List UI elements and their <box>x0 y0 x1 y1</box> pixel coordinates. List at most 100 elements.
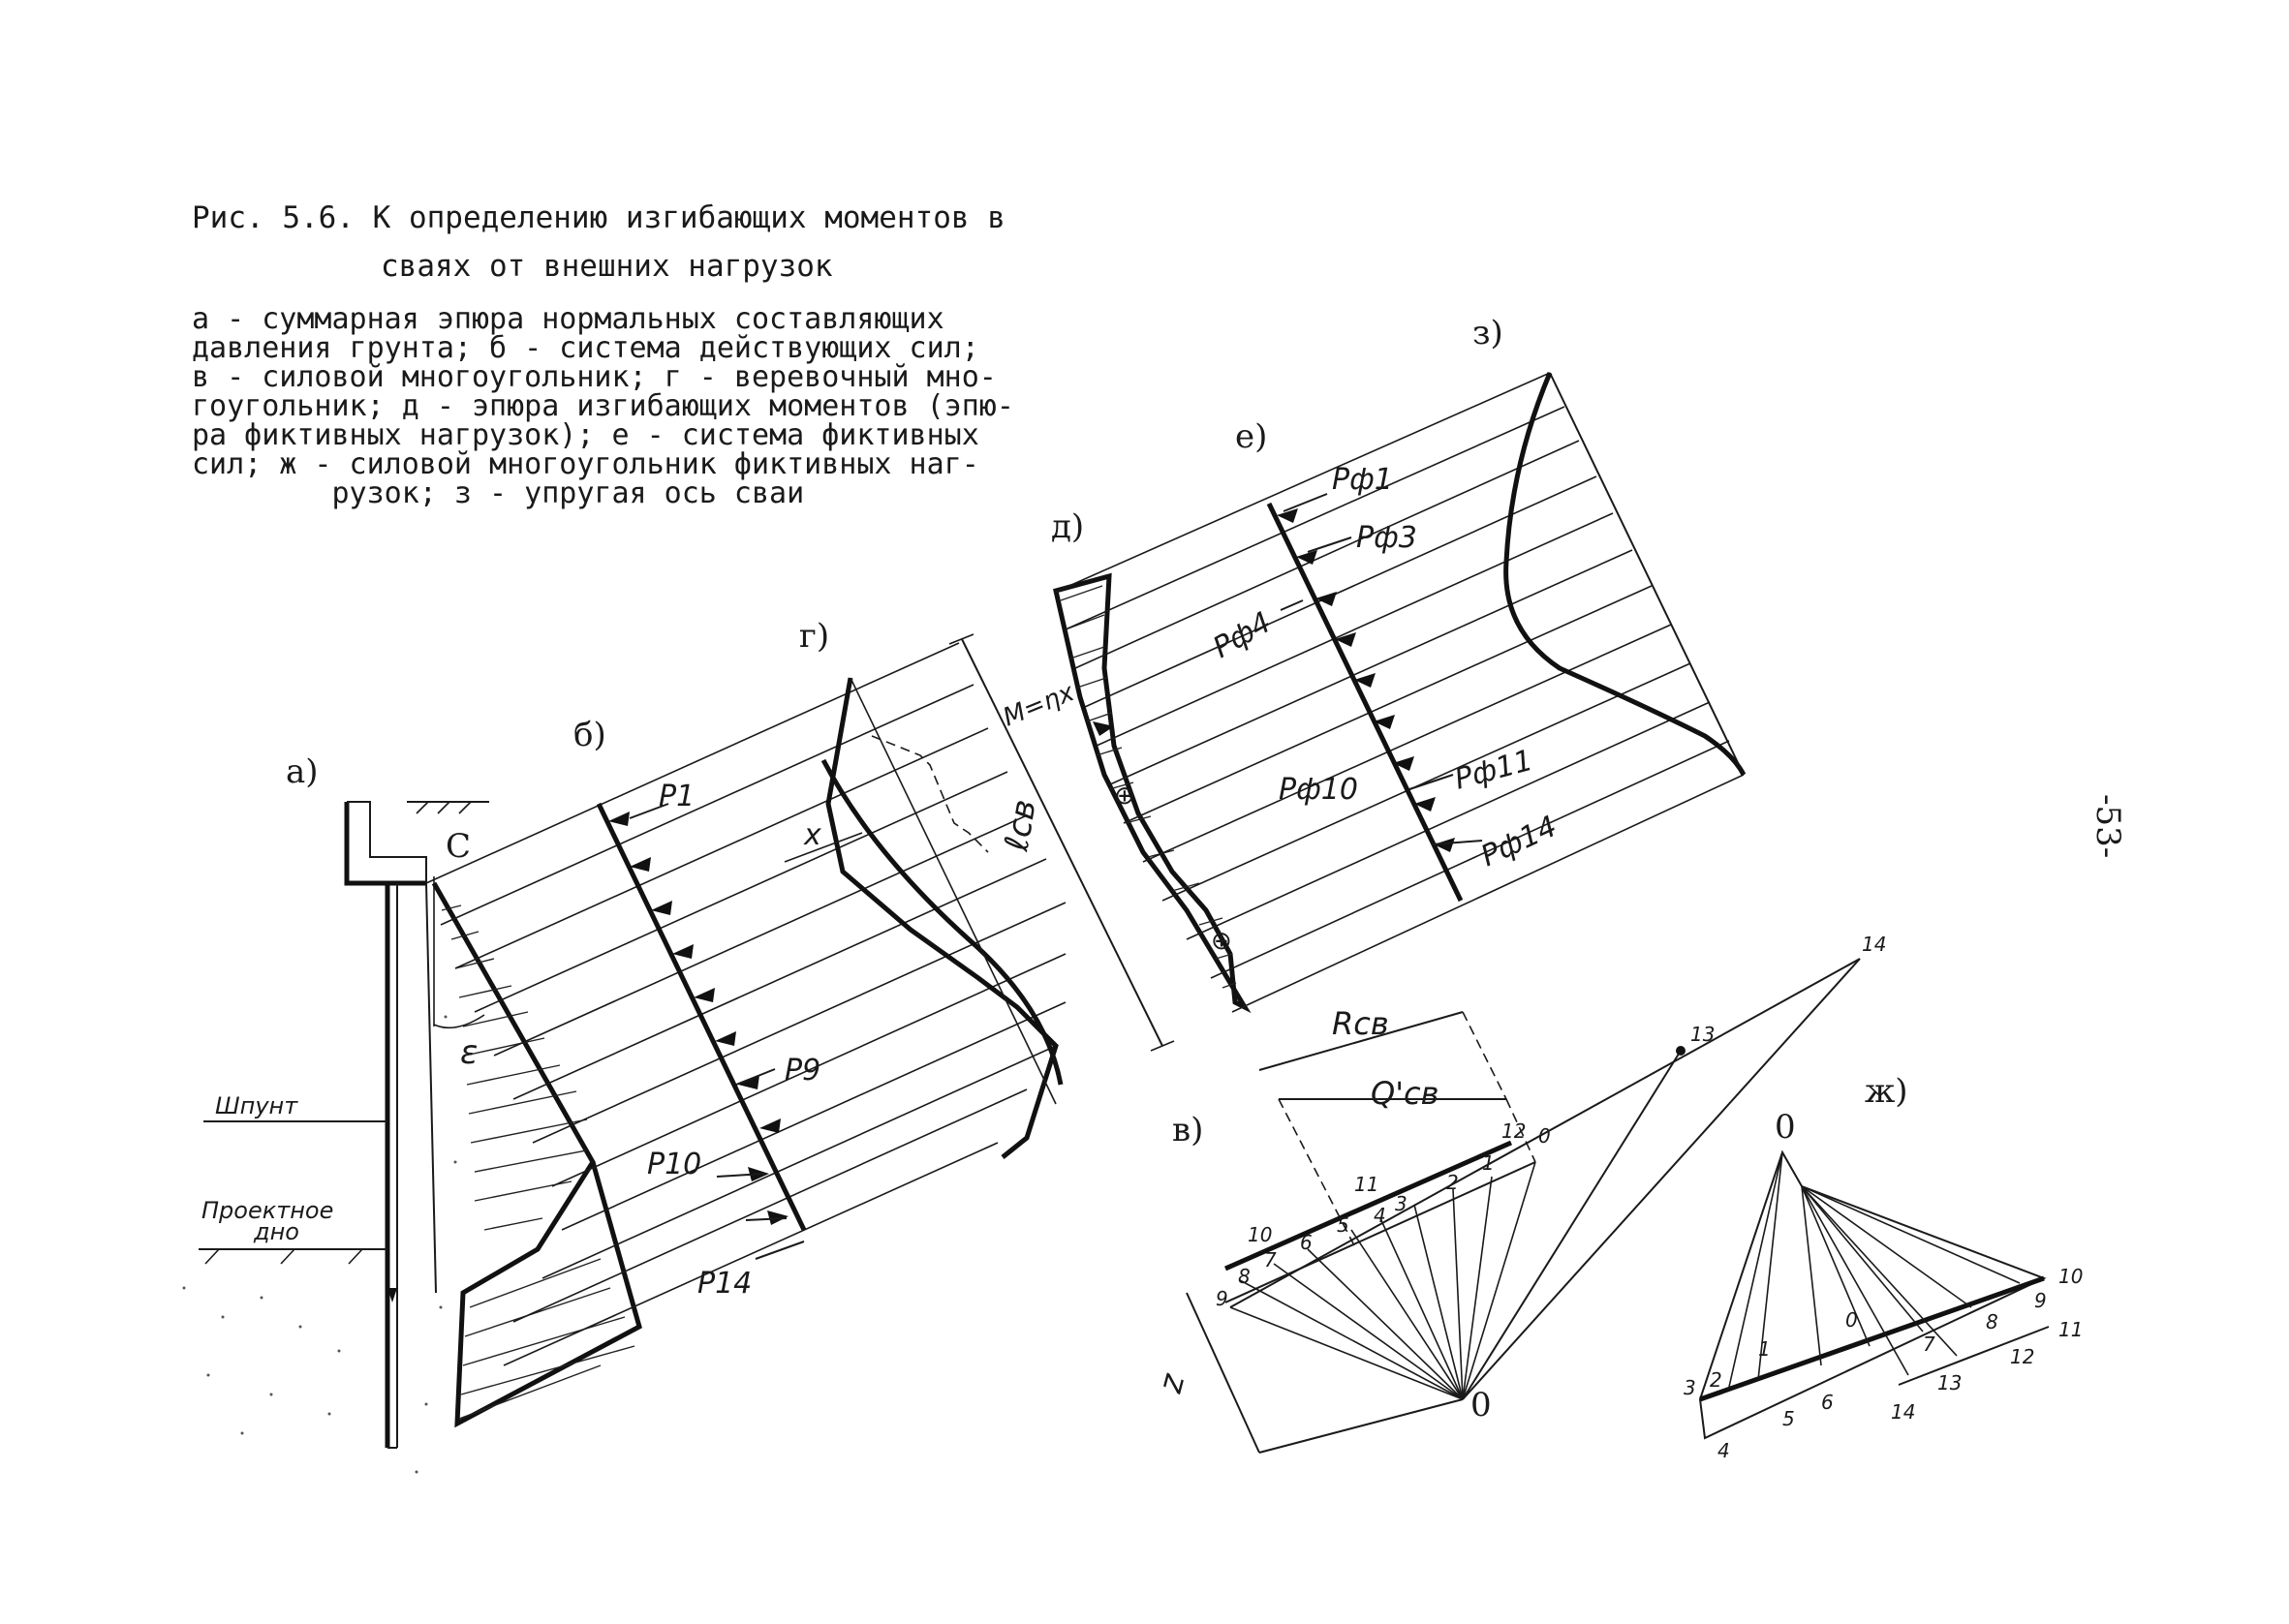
epsilon-label: ε <box>460 1033 478 1072</box>
polygon-v-point-labels: 0 1 2 3 4 5 6 7 8 9 10 11 12 <box>1216 1119 1551 1310</box>
panel-a-label: а) <box>286 752 319 791</box>
force-arrows-b <box>608 812 789 1225</box>
svg-text:0: 0 <box>1538 1124 1551 1148</box>
pole-zh-label: 0 <box>1775 1108 1796 1147</box>
svg-text:7: 7 <box>1264 1248 1277 1272</box>
svg-text:11: 11 <box>2058 1318 2083 1341</box>
force-arrow-shafts-e <box>1280 493 1483 845</box>
svg-text:7: 7 <box>1923 1333 1935 1356</box>
legend-line: сил; ж - силовой многоугольник фиктивных… <box>192 447 979 481</box>
legend-line: давления грунта; б - система действующих… <box>192 331 979 365</box>
dashed-ticks-g <box>871 735 989 853</box>
polygon-zh-outline <box>1698 1149 2047 1440</box>
svg-text:6: 6 <box>1300 1231 1313 1254</box>
legend-line: ра фиктивных нагрузок); е - система фикт… <box>192 418 979 452</box>
epure-hatching <box>441 904 635 1420</box>
svg-text:13: 13 <box>1937 1371 1962 1394</box>
force-pf10-label: Pф10 <box>1279 773 1358 807</box>
force-p1-label: P1 <box>659 780 695 813</box>
soil-dots <box>182 1015 457 1474</box>
svg-text:8: 8 <box>1986 1310 1998 1333</box>
l-sv-dimension-line <box>961 638 1163 1047</box>
force-pf3-label: Pф3 <box>1356 521 1417 555</box>
svg-text:9: 9 <box>2034 1289 2047 1312</box>
polygon-zh-point-labels: 0 1 2 3 4 5 6 7 8 9 10 11 12 13 14 <box>1684 1265 2083 1462</box>
svg-text:3: 3 <box>1684 1376 1696 1399</box>
project-bottom-hatch <box>204 1248 363 1265</box>
figure-title: Рис. 5.6. К определению изгибающих момен… <box>192 200 1005 235</box>
epure-base <box>425 882 437 1294</box>
legend-line: гоугольник; д - эпюра изгибающих моменто… <box>192 389 1014 423</box>
polygon-v-load-line <box>1223 1140 1513 1272</box>
band-right-edge-e <box>1549 372 1745 776</box>
l-sv-tick-top <box>948 633 974 645</box>
svg-text:2: 2 <box>1710 1368 1722 1392</box>
funicular-curve-g <box>825 677 1059 1159</box>
project-bottom-label-2: дно <box>253 1218 299 1245</box>
panel-v-label: в) <box>1172 1111 1203 1149</box>
l-sv-tick-bottom <box>1150 1040 1175 1052</box>
project-bottom-label-1: Проектное <box>201 1197 333 1224</box>
panel-z-label: з) <box>1472 314 1503 352</box>
force-arrows-e <box>1277 508 1455 852</box>
svg-text:0: 0 <box>1845 1308 1858 1332</box>
svg-text:10: 10 <box>1248 1223 1272 1246</box>
point-14-v: 14 <box>1862 933 1886 956</box>
panel-e-fictitious-forces: е) <box>1053 372 1745 1013</box>
panel-e-label: е) <box>1235 417 1267 456</box>
ground-hatch-top <box>416 801 472 814</box>
panel-a-soil-and-pile: а) Шпунт Проектное дно С ε <box>182 752 489 1474</box>
polygon-zh-rays <box>1728 1151 2021 1388</box>
svg-text:4: 4 <box>1374 1204 1386 1227</box>
point-c-label: С <box>446 827 471 866</box>
epsilon-arc <box>433 1014 485 1029</box>
svg-text:8: 8 <box>1238 1265 1251 1288</box>
force-line-b <box>596 802 807 1232</box>
q-sv-label: Q'св <box>1371 1075 1438 1112</box>
pressure-epure-outline <box>431 881 642 1428</box>
figure-legend: а - суммарная эпюра нормальных составляю… <box>192 305 1014 508</box>
svg-text:5: 5 <box>1337 1213 1349 1237</box>
svg-text:11: 11 <box>1354 1173 1378 1196</box>
polygon-zh-lower-line <box>1898 1326 2050 1386</box>
l-sv-label: ℓсв <box>997 797 1044 855</box>
pole-v-label: 0 <box>1470 1386 1492 1425</box>
x-label: x <box>803 818 821 852</box>
svg-text:2: 2 <box>1446 1171 1459 1194</box>
pile-cap-inner <box>347 801 427 883</box>
page-number: -53- <box>2088 794 2127 858</box>
z-label: z <box>1151 1369 1193 1398</box>
polygon-zh-load-line <box>1699 1275 2045 1402</box>
panel-g-label: г) <box>799 617 829 656</box>
svg-text:1: 1 <box>1758 1337 1771 1361</box>
force-pf4-label: Pф4 <box>1208 605 1278 665</box>
plus-sign-upper: ⊕ <box>1114 781 1135 811</box>
panel-zh-label: ж) <box>1865 1072 1908 1111</box>
legend-line: в - силовой многоугольник; г - веревочны… <box>192 360 997 394</box>
plus-sign-lower: ⊕ <box>1211 927 1232 956</box>
panel-z-elastic-axis: з) <box>1472 314 1747 777</box>
panel-d-label: д) <box>1051 507 1084 546</box>
svg-text:5: 5 <box>1782 1407 1795 1430</box>
force-line-e <box>1266 502 1464 903</box>
x-dimension-line <box>784 832 863 863</box>
polygon-v-ray-to-14 <box>1229 958 1861 1308</box>
r-sv-dim-line <box>1258 1011 1464 1071</box>
panel-b-label: б) <box>573 716 606 754</box>
panel-g-funicular-polygon: г) x <box>784 617 1064 1159</box>
force-arrow-shafts-b <box>629 803 805 1260</box>
polygon-v-rays <box>1229 1161 1536 1400</box>
svg-text:6: 6 <box>1821 1391 1834 1414</box>
funicular-chords-g <box>820 758 1064 1086</box>
svg-text:12: 12 <box>1501 1119 1526 1143</box>
svg-text:12: 12 <box>2010 1345 2034 1368</box>
panel-v-force-polygon: в) 13 14 Rсв Q'св z 0 <box>1151 933 1886 1454</box>
panel-b-force-system: б) <box>425 642 1067 1428</box>
band-lines-e <box>1053 372 1745 1013</box>
point-13-v-dot <box>1676 1046 1686 1056</box>
pile-arrow <box>387 1288 397 1302</box>
closing-line-g <box>850 677 1057 1105</box>
svg-text:1: 1 <box>1482 1151 1495 1175</box>
polygon-v-base <box>1224 1161 1536 1303</box>
legend-line: а - суммарная эпюра нормальных составляю… <box>192 302 944 336</box>
